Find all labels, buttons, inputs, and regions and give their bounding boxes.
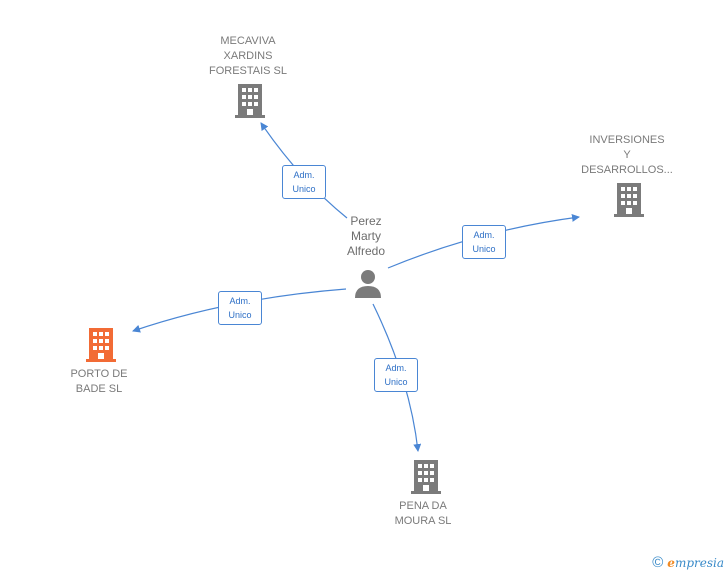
building-icon[interactable] [85, 328, 117, 362]
edge-label-line2: Unico [472, 244, 496, 254]
brand-footer: © empresia [652, 554, 724, 571]
person-label[interactable]: Perez Marty Alfredo [346, 214, 386, 258]
building-icon[interactable] [410, 460, 442, 494]
edge-label-line2: Unico [228, 310, 252, 320]
edge-label-line2: Unico [384, 377, 408, 387]
company-label-porto[interactable]: PORTO DE BADE SL [70, 368, 128, 395]
edge-label-mecaviva[interactable]: Adm. Unico [282, 165, 326, 199]
edge-label-line1: Adm. [229, 296, 251, 306]
edge-label-line2: Unico [292, 184, 316, 194]
edge-label-line1: Adm. [293, 170, 315, 180]
edge-label-inversiones[interactable]: Adm. Unico [462, 225, 506, 259]
company-label-inversiones[interactable]: INVERSIONES Y DESARROLLOS... [581, 134, 673, 176]
copyright-icon: © [652, 554, 664, 571]
person-icon[interactable] [353, 268, 383, 298]
company-label-pena[interactable]: PENA DA MOURA SL [394, 500, 452, 527]
building-icon[interactable] [234, 84, 266, 118]
company-label-mecaviva[interactable]: MECAVIVA XARDINS FORESTAIS SL [208, 35, 288, 77]
edge-label-line1: Adm. [385, 363, 407, 373]
edge-label-pena[interactable]: Adm. Unico [374, 358, 418, 392]
edge-label-line1: Adm. [473, 230, 495, 240]
building-icon[interactable] [613, 183, 645, 217]
edge-label-porto[interactable]: Adm. Unico [218, 291, 262, 325]
brand-logo: empresia [667, 555, 724, 570]
